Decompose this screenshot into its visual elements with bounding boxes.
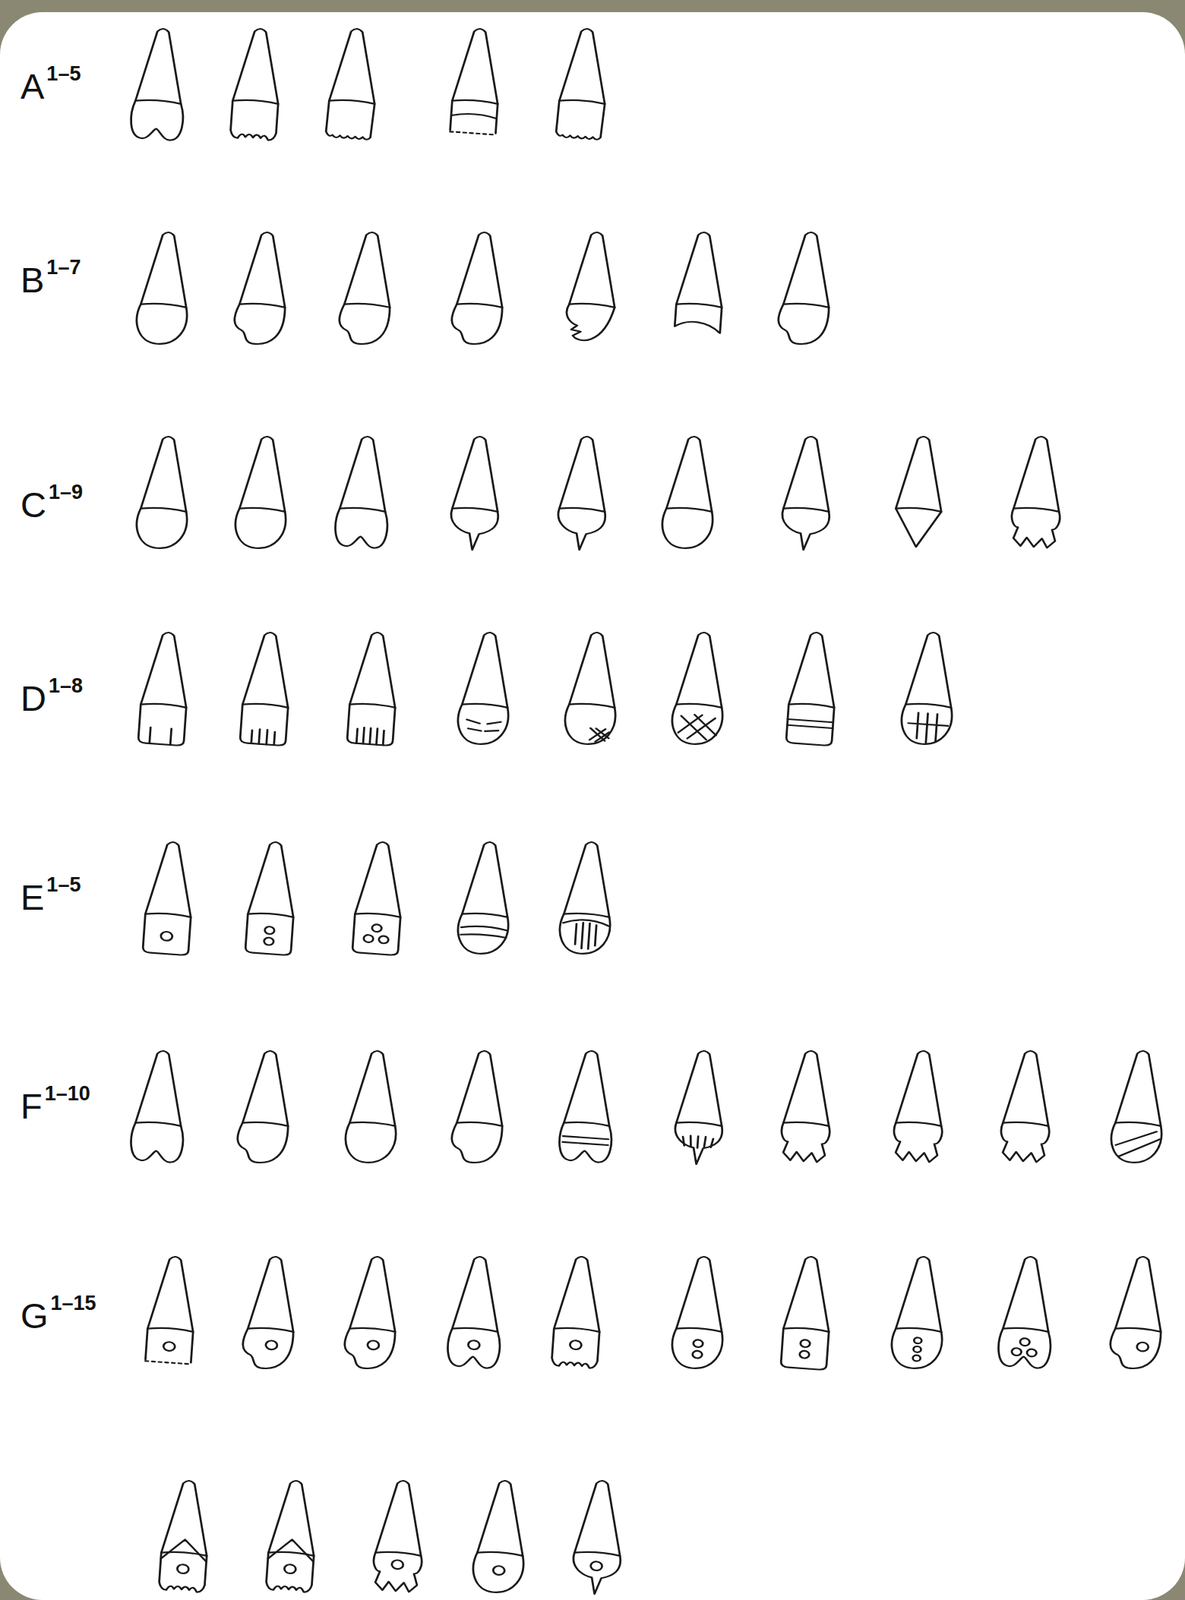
row-range-superscript: 1–5 (46, 875, 81, 896)
row-letter: C (20, 486, 47, 523)
row-range-superscript: 1–7 (46, 257, 81, 279)
row-range-superscript: 1–9 (48, 482, 83, 503)
row-letter: G (20, 1298, 49, 1334)
row-range-superscript: 1–10 (44, 1083, 91, 1105)
row-range-superscript: 1–15 (50, 1293, 97, 1315)
row-letter: B (20, 262, 45, 298)
row-range-superscript: 1–8 (48, 676, 83, 697)
row-letter: E (20, 879, 45, 916)
row-range-superscript: 1–5 (46, 63, 81, 85)
row-letter: D (20, 680, 47, 717)
row-letter: A (20, 68, 45, 105)
background-panel (0, 12, 1185, 1600)
row-letter: F (20, 1088, 43, 1125)
